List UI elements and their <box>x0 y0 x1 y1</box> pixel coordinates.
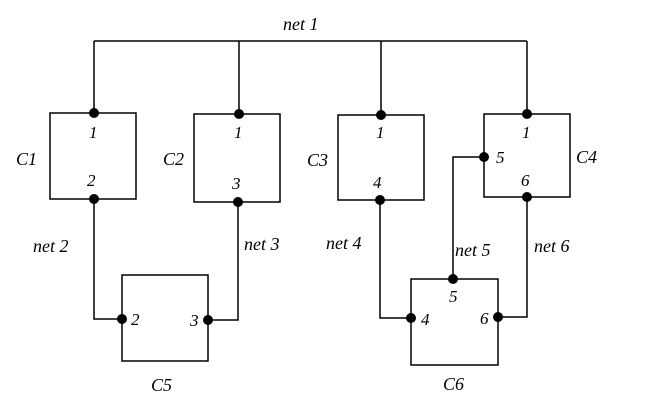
net-4-label: net 4 <box>326 233 362 253</box>
net-5-label: net 5 <box>455 240 491 260</box>
component-c5: C5 2 3 <box>117 274 213 395</box>
component-c3: C3 1 4 <box>307 110 425 205</box>
c4-pin-5-label: 5 <box>496 148 505 167</box>
c1-pin-1-dot <box>89 108 99 118</box>
c6-pin-4-label: 4 <box>421 310 430 329</box>
c5-pin-3-label: 3 <box>189 311 199 330</box>
c5-name: C5 <box>151 375 172 395</box>
net-1-label: net 1 <box>283 14 319 34</box>
net-2-wire <box>93 199 122 320</box>
c4-pin-1-dot <box>522 109 532 119</box>
c1-pin-2-dot <box>89 194 99 204</box>
net-2-label: net 2 <box>33 236 69 256</box>
c5-box <box>121 274 209 362</box>
c4-pin-6-dot <box>522 192 532 202</box>
c4-pin-1-label: 1 <box>522 123 531 142</box>
component-c2: C2 1 3 <box>163 109 281 207</box>
c6-pin-6-label: 6 <box>480 309 489 328</box>
net-4-wire <box>379 200 411 319</box>
c4-pin-6-label: 6 <box>521 171 530 190</box>
c3-pin-1-dot <box>376 110 386 120</box>
net-5-wire <box>452 156 484 279</box>
c2-name: C2 <box>163 149 184 169</box>
c3-pin-4-dot <box>375 195 385 205</box>
c6-pin-5-label: 5 <box>449 287 458 306</box>
c4-pin-5-dot <box>479 152 489 162</box>
c1-box <box>49 112 137 200</box>
c5-pin-3-dot <box>203 315 213 325</box>
c6-pin-6-dot <box>493 312 503 322</box>
net-4-wiring <box>379 200 411 319</box>
net-6-wire <box>498 197 528 318</box>
net-1-wiring <box>93 40 528 115</box>
net-5-wiring <box>452 156 484 279</box>
c5-pin-2-dot <box>117 314 127 324</box>
net-3-wiring <box>208 202 239 321</box>
c1-pin-1-label: 1 <box>89 123 98 142</box>
net-3-label: net 3 <box>244 234 280 254</box>
c6-pin-4-dot <box>406 313 416 323</box>
c2-pin-1-dot <box>234 109 244 119</box>
c3-name: C3 <box>307 150 328 170</box>
c1-name: C1 <box>16 149 37 169</box>
component-c6: C6 5 4 6 <box>406 274 503 394</box>
c2-pin-3-label: 3 <box>231 174 241 193</box>
component-c1: C1 1 2 <box>16 108 137 204</box>
c4-name: C4 <box>576 147 597 167</box>
c3-pin-4-label: 4 <box>373 173 382 192</box>
net-2-wiring <box>93 199 122 320</box>
c6-name: C6 <box>443 374 464 394</box>
net-3-wire <box>208 202 239 321</box>
c3-pin-1-label: 1 <box>376 123 385 142</box>
net-6-label: net 6 <box>534 236 570 256</box>
c2-pin-3-dot <box>233 197 243 207</box>
component-c4: C4 1 5 6 <box>479 109 597 202</box>
c2-pin-1-label: 1 <box>234 123 243 142</box>
net-6-wiring <box>498 197 528 318</box>
c6-pin-5-dot <box>448 274 458 284</box>
c1-pin-2-label: 2 <box>87 171 96 190</box>
c5-pin-2-label: 2 <box>131 310 140 329</box>
